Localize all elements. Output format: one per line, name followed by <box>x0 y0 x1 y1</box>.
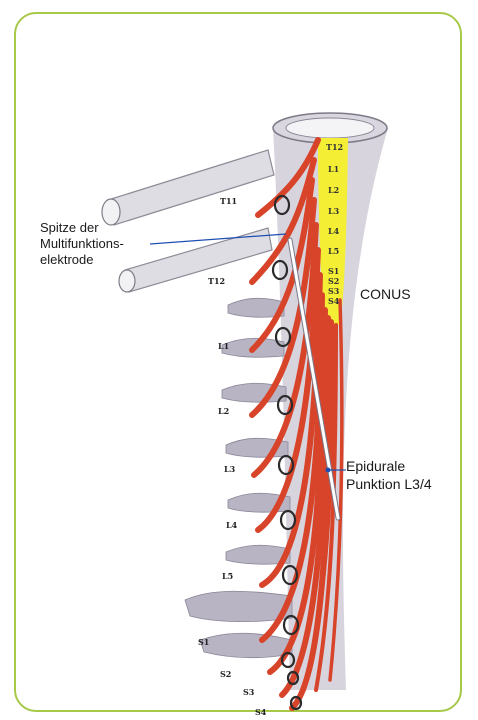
electrode-tip-line-2: Multifunktions- <box>40 236 124 252</box>
electrode-tip-line-3: elektrode <box>40 252 124 268</box>
conus-label-l2: L2 <box>328 185 339 195</box>
conus-label-l4: L4 <box>328 226 340 236</box>
root-label-l1: L1 <box>218 341 229 351</box>
vertebral-processes <box>185 298 292 657</box>
conus-label-s1: S1 <box>328 266 339 276</box>
root-label-s2: S2 <box>220 669 231 679</box>
root-label-s4: S4 <box>255 707 267 717</box>
root-label-l3: L3 <box>224 464 236 474</box>
puncture-marker <box>326 468 331 473</box>
root-label-t12: T12 <box>208 276 225 286</box>
conus-label-s2: S2 <box>328 276 339 286</box>
electrode-tip-line-1: Spitze der <box>40 220 124 236</box>
conus-label-l5: L5 <box>328 246 339 256</box>
root-label-s3: S3 <box>243 687 255 697</box>
conus-label: CONUS <box>360 286 411 302</box>
epidural-line-2: Punktion L3/4 <box>346 475 432 493</box>
conus-label-l3: L3 <box>328 206 340 216</box>
epidural-puncture-annotation: Epidurale Punktion L3/4 <box>346 457 432 493</box>
root-label-l4: L4 <box>226 520 238 530</box>
conus-label-s3: S3 <box>328 286 340 296</box>
epidural-line-1: Epidurale <box>346 457 432 475</box>
electrode-tip-annotation: Spitze der Multifunktions- elektrode <box>40 220 124 268</box>
root-label-l2: L2 <box>218 406 229 416</box>
root-label-t11: T11 <box>220 196 237 206</box>
catheter-tubes <box>102 150 274 292</box>
root-label-l5: L5 <box>222 571 233 581</box>
conus-label-l1: L1 <box>328 164 339 174</box>
conus-label-t12: T12 <box>326 142 343 152</box>
root-label-s1: S1 <box>198 637 209 647</box>
conus-label-s4: S4 <box>328 296 340 306</box>
conus-annotation: CONUS <box>360 286 411 302</box>
